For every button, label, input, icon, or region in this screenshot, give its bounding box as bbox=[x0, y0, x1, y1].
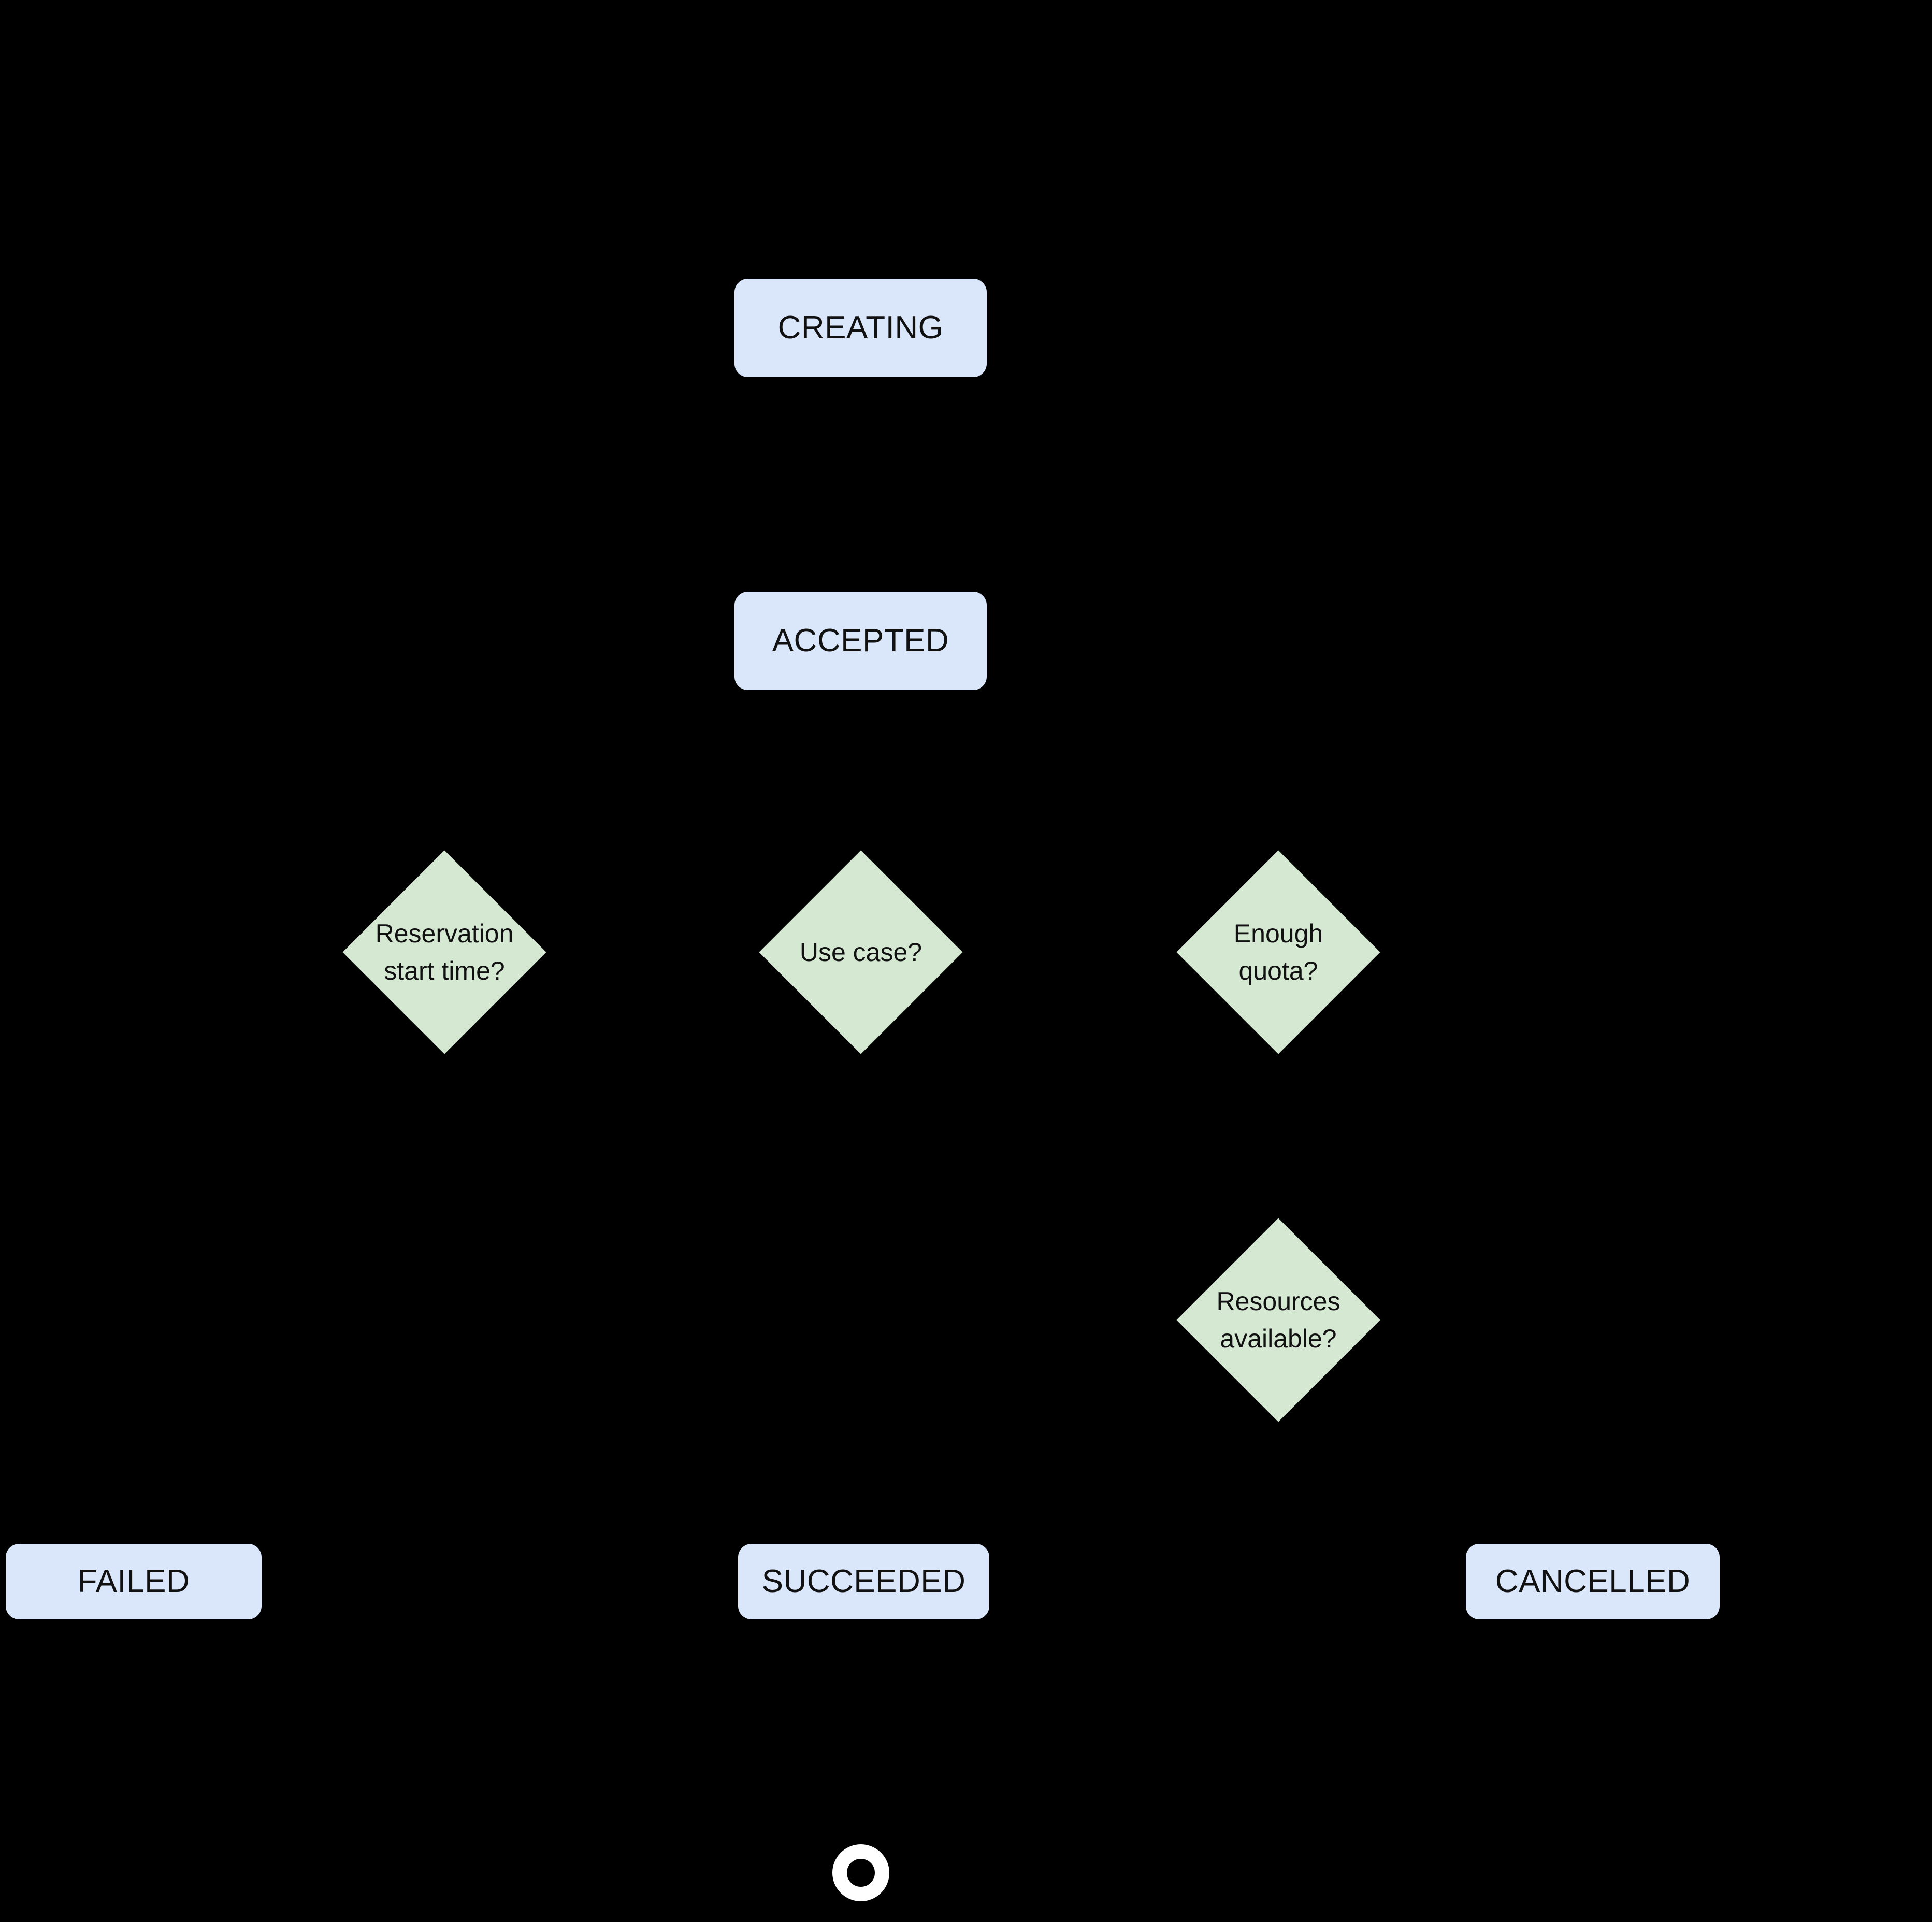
decision-node-use-case[interactable]: Use case? bbox=[759, 850, 963, 1054]
decision-node-enough-quota[interactable]: Enough quota? bbox=[1176, 850, 1380, 1054]
state-label-succeeded: SUCCEEDED bbox=[761, 1564, 966, 1599]
state-node-succeeded[interactable]: SUCCEEDED bbox=[738, 1544, 989, 1619]
decision-label-use-case: Use case? bbox=[799, 937, 922, 967]
state-label-creating: CREATING bbox=[777, 310, 944, 346]
edge-resources-available-to-cancelled bbox=[1276, 1423, 1595, 1544]
state-node-accepted[interactable]: ACCEPTED bbox=[734, 592, 987, 690]
state-label-cancelled: CANCELLED bbox=[1495, 1564, 1691, 1599]
decision-label-reservation-start-time: Reservation start time? bbox=[375, 919, 514, 986]
decision-label-enough-quota: Enough quota? bbox=[1233, 919, 1323, 986]
edge-reservation-start-time-to-failed bbox=[132, 1055, 446, 1544]
state-node-cancelled[interactable]: CANCELLED bbox=[1466, 1544, 1720, 1619]
state-node-failed[interactable]: FAILED bbox=[6, 1544, 262, 1619]
state-label-accepted: ACCEPTED bbox=[772, 623, 949, 658]
decision-label-resources-available: Resources available? bbox=[1216, 1286, 1340, 1354]
state-label-failed: FAILED bbox=[77, 1564, 190, 1599]
end-node-circle-icon bbox=[832, 1844, 889, 1901]
decision-node-resources-available[interactable]: Resources available? bbox=[1176, 1218, 1380, 1422]
edge-accepted-to-reservation-start-time bbox=[442, 688, 862, 850]
decision-node-reservation-start-time[interactable]: Reservation start time? bbox=[342, 850, 546, 1054]
state-node-creating[interactable]: CREATING bbox=[734, 279, 987, 377]
edge-accepted-to-enough-quota bbox=[860, 688, 1280, 850]
